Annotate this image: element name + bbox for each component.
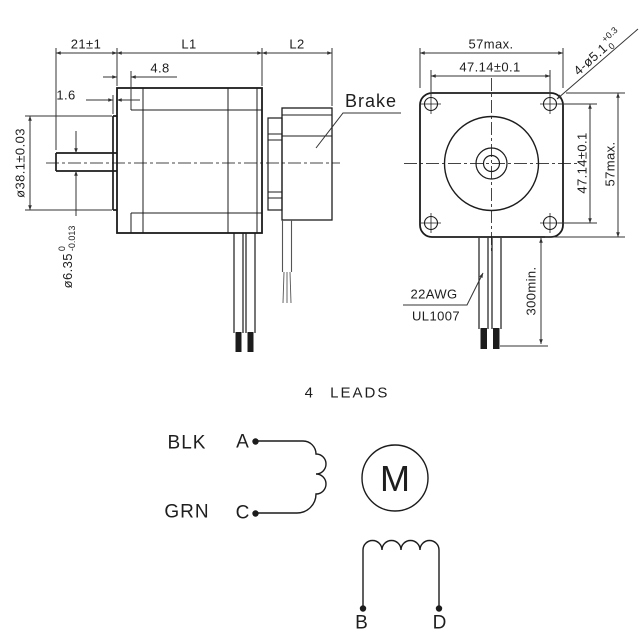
brake-label: Brake xyxy=(344,91,398,111)
shaft-diameter-tolerance: 0 -0.013 xyxy=(57,225,78,252)
side-view-dimensions xyxy=(25,48,401,216)
mounting-holes xyxy=(421,94,560,233)
dim-hole-spacing-h-label: 47.14±0.1 xyxy=(459,59,521,75)
motor-symbol-label: M xyxy=(380,458,410,499)
front-right-extension-lines xyxy=(500,92,625,347)
front-view-geometry xyxy=(404,78,579,349)
terminal-c-dot xyxy=(252,510,259,517)
schematic-title: 4 LEADS xyxy=(304,384,390,402)
lead-color-blk: BLK xyxy=(167,432,207,454)
hole-crosshairs xyxy=(421,94,560,233)
phase-bd-coil xyxy=(362,539,440,607)
terminal-d-dot xyxy=(435,605,443,612)
dim-shaft-diameter-label: ø6.35 0 -0.013 xyxy=(57,225,78,289)
dim-pilot-diameter-label: ø38.1±0.03 xyxy=(12,128,28,198)
wire-tip xyxy=(493,328,500,349)
brake-body-outline xyxy=(281,107,333,221)
top-extension-lines xyxy=(55,48,333,150)
endcap-step-lines xyxy=(130,88,262,233)
brake-inner-lines xyxy=(282,114,332,137)
dim-shaft-length-label: 21±1 xyxy=(70,36,102,52)
dim-height-label: 57max. xyxy=(602,141,618,187)
dim-hole-spacing-v-label: 47.14±0.1 xyxy=(574,132,590,194)
phase-ac-coil xyxy=(258,440,327,514)
wire-tip xyxy=(235,332,242,352)
flange-outline xyxy=(419,92,564,238)
dim-lead-length-label: 300min. xyxy=(523,266,539,316)
pilot-dia-extension-lines xyxy=(25,115,112,211)
wire-tip xyxy=(480,328,487,349)
terminal-a-dot xyxy=(252,438,259,445)
dim-front-cap-depth-label: 4.8 xyxy=(150,60,170,76)
terminal-a-label: A xyxy=(236,431,250,453)
shaft-circle xyxy=(482,154,501,173)
brake-cable-jacket xyxy=(281,220,293,272)
shaft-hub-circle xyxy=(475,147,508,180)
schematic-geometry xyxy=(252,438,443,612)
motor-symbol-circle xyxy=(361,444,429,512)
motor-wires-side xyxy=(233,233,256,333)
shaft-diameter-value: ø6.35 xyxy=(60,253,76,289)
terminal-d-label: D xyxy=(432,612,448,634)
dim-motor-length-label: L1 xyxy=(181,36,197,52)
brake-cable-wires xyxy=(282,271,292,304)
body-seam-lines xyxy=(142,88,258,233)
motor-body-outline xyxy=(116,87,263,234)
terminal-c-label: C xyxy=(235,502,251,524)
holes-leader-line xyxy=(556,28,639,100)
wire-tip xyxy=(247,332,254,352)
front-top-extension-lines xyxy=(419,48,564,96)
front-view-dimensions xyxy=(403,28,639,347)
dim-width-label: 57max. xyxy=(468,36,514,52)
brake-hub-outline xyxy=(267,117,283,211)
dim-pilot-depth-label: 1.6 xyxy=(56,87,76,103)
shaft-outline xyxy=(55,152,117,172)
lead-color-grn: GRN xyxy=(164,501,210,523)
wire-gauge-label: 22AWG xyxy=(410,286,458,302)
side-view-geometry xyxy=(46,87,340,352)
terminal-b-label: B xyxy=(355,612,369,634)
wire-spec-label: UL1007 xyxy=(412,308,460,324)
brake-hub-steps xyxy=(268,133,282,199)
pilot-boss-circle xyxy=(443,115,540,212)
brake-leader-line xyxy=(315,112,401,149)
dim-brake-length-label: L2 xyxy=(289,36,305,52)
shaft-tol-lower: -0.013 xyxy=(67,225,77,252)
wire-note-leader xyxy=(403,272,484,306)
terminal-b-dot xyxy=(359,605,367,612)
motor-wires-front xyxy=(478,238,502,329)
